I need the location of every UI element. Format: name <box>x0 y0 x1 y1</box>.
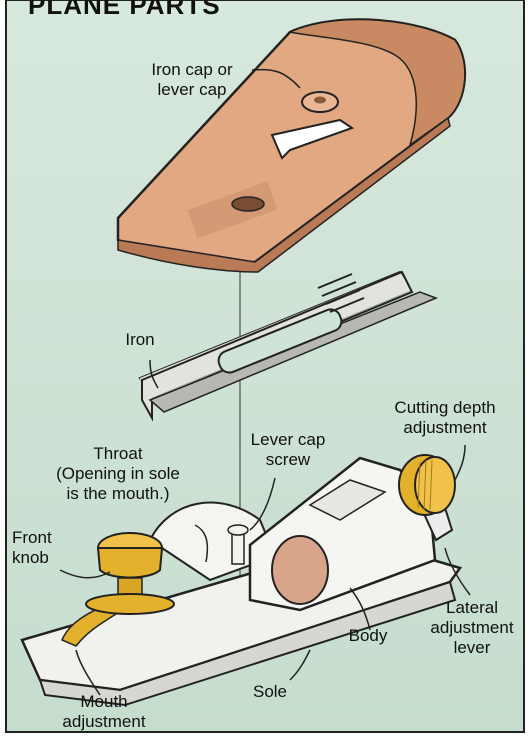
label-cutting-depth-line-1: Cutting depth <box>370 398 520 418</box>
label-mouth-line-1: Mouth <box>44 692 164 712</box>
page-title: PLANE PARTS <box>28 0 221 21</box>
label-iron: Iron <box>110 330 170 350</box>
label-cutting-depth: Cutting depth adjustment <box>370 398 520 438</box>
label-throat-line-3: is the mouth.) <box>18 484 218 504</box>
label-lateral-line-3: lever <box>418 638 526 658</box>
label-front-knob-line-2: knob <box>12 548 68 568</box>
label-throat-line-1: Throat <box>18 444 218 464</box>
label-lateral: Lateral adjustment lever <box>418 598 526 658</box>
label-mouth-line-2: adjustment <box>44 712 164 732</box>
label-cutting-depth-line-2: adjustment <box>370 418 520 438</box>
label-front-knob: Front knob <box>12 528 68 568</box>
label-lateral-line-2: adjustment <box>418 618 526 638</box>
label-throat: Throat (Opening in sole is the mouth.) <box>18 444 218 504</box>
label-lever-cap-screw: Lever cap screw <box>238 430 338 470</box>
label-sole: Sole <box>240 682 300 702</box>
body-round-boss <box>272 536 328 604</box>
label-iron-cap-line-2: lever cap <box>122 80 262 100</box>
label-body: Body <box>338 626 398 646</box>
label-iron-cap-line-1: Iron cap or <box>122 60 262 80</box>
label-iron-cap: Iron cap or lever cap <box>122 60 262 100</box>
label-mouth: Mouth adjustment <box>44 692 164 732</box>
label-throat-line-2: (Opening in sole <box>18 464 218 484</box>
cutting-depth-knob-shape <box>399 455 455 515</box>
cap-screw-slot <box>232 197 264 211</box>
label-lateral-line-1: Lateral <box>418 598 526 618</box>
label-front-knob-line-1: Front <box>12 528 68 548</box>
label-lever-cap-screw-line-1: Lever cap <box>238 430 338 450</box>
label-lever-cap-screw-line-2: screw <box>238 450 338 470</box>
